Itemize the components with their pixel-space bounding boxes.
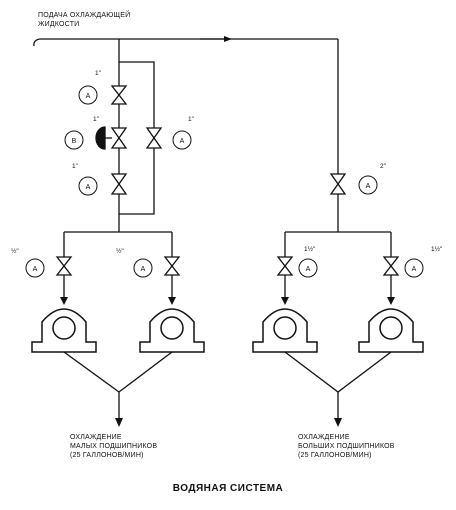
outlet-big-line-3: (25 ГАЛЛОНОВ/МИН) <box>298 452 372 459</box>
size-small-right: ½" <box>116 248 124 255</box>
bearing-shaft-big-left <box>273 316 297 340</box>
tag-bubble-bypass-mid <box>64 130 84 150</box>
tag-bubble-big-left <box>298 258 318 278</box>
valve-bypass-bottom <box>110 173 128 195</box>
outlet-small-label: ОХЛАЖДЕНИЕ МАЛЫХ ПОДШИПНИКОВ (25 ГАЛЛОНО… <box>70 433 157 460</box>
valve-big-main <box>329 173 347 195</box>
arrow-small-right <box>168 297 176 305</box>
bearing-shaft-small-right <box>160 316 184 340</box>
size-big-right: 1½" <box>431 246 443 253</box>
tag-bypass-mid: B <box>72 138 77 145</box>
outlet-big-label: ОХЛАЖДЕНИЕ БОЛЬШИХ ПОДШИПНИКОВ (25 ГАЛЛО… <box>298 433 395 460</box>
tag-bypass-right: A <box>180 138 185 145</box>
arrow-small-outlet <box>115 418 123 427</box>
outlet-small-line-2: МАЛЫХ ПОДШИПНИКОВ <box>70 443 158 450</box>
size-bypass-top: 1" <box>95 70 101 77</box>
valve-big-right <box>382 256 400 276</box>
inlet-label-line-1: ПОДАЧА ОХЛАЖДАЮЩЕЙ <box>38 12 131 19</box>
tag-bypass-bottom: A <box>86 184 91 191</box>
arrow-big-right <box>387 297 395 305</box>
size-big-main: 2" <box>380 163 386 170</box>
tag-bubble-small-right <box>133 258 153 278</box>
small-return-merge <box>63 351 173 393</box>
valve-bypass-right <box>145 127 163 149</box>
valve-bypass-top <box>110 85 128 105</box>
diagram-title: ВОДЯНАЯ СИСТЕМА <box>172 483 284 494</box>
tag-bubble-small-left <box>25 258 45 278</box>
size-bypass-bottom: 1" <box>72 163 78 170</box>
tag-bubble-bypass-bottom <box>78 176 98 196</box>
size-bypass-mid: 1" <box>93 116 99 123</box>
bearing-shaft-big-right <box>379 316 403 340</box>
tag-bubble-bypass-right <box>172 130 192 150</box>
inlet-hook <box>33 38 41 47</box>
tag-bubble-bypass-top <box>78 85 98 105</box>
outlet-small-line-1: ОХЛАЖДЕНИЕ <box>70 434 122 441</box>
tag-bubble-big-main <box>358 175 378 195</box>
arrow-big-outlet <box>334 418 342 427</box>
valve-small-left <box>55 256 73 276</box>
inlet-label-line-2: ЖИДКОСТИ <box>38 21 80 28</box>
arrow-small-left <box>60 297 68 305</box>
tag-small-left: A <box>33 266 38 273</box>
outlet-small-line-3: (25 ГАЛЛОНОВ/МИН) <box>70 452 144 459</box>
valve-small-right <box>163 256 181 276</box>
tag-bypass-top: A <box>86 93 91 100</box>
tag-big-left: A <box>306 266 311 273</box>
size-big-left: 1½" <box>304 246 316 253</box>
valve-bypass-mid <box>110 127 128 149</box>
big-return-merge <box>284 351 392 393</box>
size-bypass-right: 1" <box>188 116 194 123</box>
outlet-big-line-1: ОХЛАЖДЕНИЕ <box>298 434 350 441</box>
valve-big-left <box>276 256 294 276</box>
tag-big-main: A <box>366 183 371 190</box>
inlet-label: ПОДАЧА ОХЛАЖДАЮЩЕЙ ЖИДКОСТИ <box>38 11 130 29</box>
size-small-left: ½" <box>11 248 19 255</box>
bearing-shaft-small-left <box>52 316 76 340</box>
outlet-big-line-2: БОЛЬШИХ ПОДШИПНИКОВ <box>298 443 395 450</box>
actuator-head <box>95 126 106 150</box>
arrow-big-left <box>281 297 289 305</box>
tag-big-right: A <box>412 266 417 273</box>
tag-small-right: A <box>141 266 146 273</box>
tag-bubble-big-right <box>404 258 424 278</box>
